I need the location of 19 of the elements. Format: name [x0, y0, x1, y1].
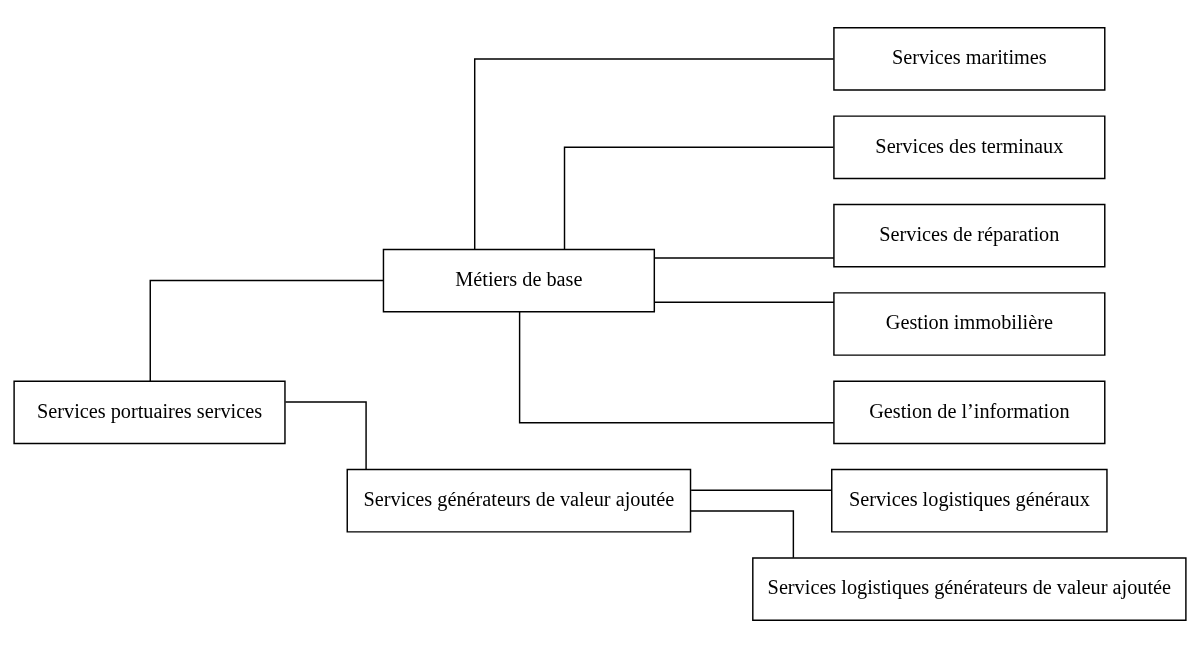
node-box: Gestion immobilière: [833, 292, 1106, 356]
connector: [690, 489, 833, 492]
node-box: Services maritimes: [833, 27, 1106, 91]
node-box: Services générateurs de valeur ajoutée: [346, 468, 692, 533]
connector: [149, 279, 384, 382]
connector: [563, 146, 835, 250]
node-box: Métiers de base: [382, 248, 656, 313]
node-box: Services portuaires services: [13, 380, 286, 445]
connector: [690, 510, 795, 559]
node-box: Services logistiques générateurs de valeur ajoutée: [752, 557, 1187, 621]
connector: [653, 257, 835, 259]
node-box: Gestion de l’information: [833, 380, 1106, 445]
node-box: Services de réparation: [833, 203, 1106, 268]
node-box: Services logistiques généraux: [831, 468, 1108, 533]
connector: [474, 58, 835, 250]
connector: [518, 311, 835, 424]
connector: [653, 301, 835, 303]
node-box: Services des terminaux: [833, 115, 1106, 180]
connector: [284, 401, 367, 471]
